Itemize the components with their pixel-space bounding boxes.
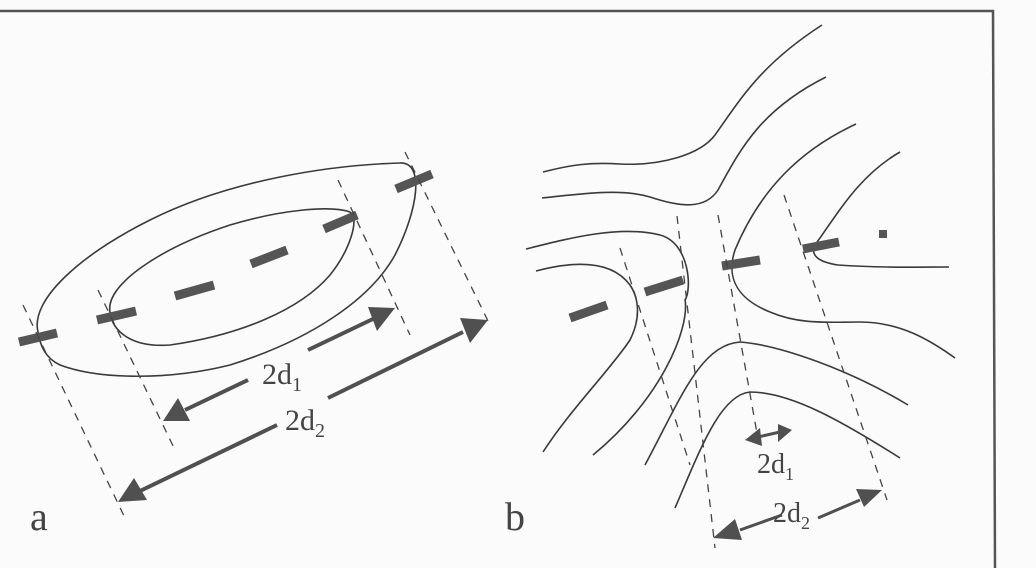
inner-contour bbox=[109, 208, 355, 347]
panel-a-axis bbox=[17, 169, 434, 347]
panel-b-contours bbox=[525, 24, 956, 509]
panel-b-axis bbox=[568, 230, 887, 323]
panel-a-arrows bbox=[118, 307, 488, 502]
panel-b: 2d1 2d2 b bbox=[505, 24, 956, 549]
panel-b-arrows bbox=[713, 424, 882, 540]
panel-a-contours bbox=[36, 162, 417, 378]
panel-b-label-2d1: 2d1 bbox=[757, 449, 794, 484]
outer-contour bbox=[36, 162, 417, 378]
panel-b-projections bbox=[619, 194, 888, 549]
panel-b-letter: b bbox=[505, 494, 525, 539]
panel-a-letter: a bbox=[30, 494, 48, 539]
figure-border bbox=[0, 9, 997, 568]
panel-a-projections bbox=[22, 151, 491, 519]
panel-a-label-2d2: 2d2 bbox=[285, 404, 325, 442]
panel-a: 2d1 2d2 a bbox=[17, 151, 491, 539]
panel-a-label-2d1: 2d1 bbox=[262, 358, 302, 396]
panel-b-label-2d2: 2d2 bbox=[773, 498, 810, 533]
